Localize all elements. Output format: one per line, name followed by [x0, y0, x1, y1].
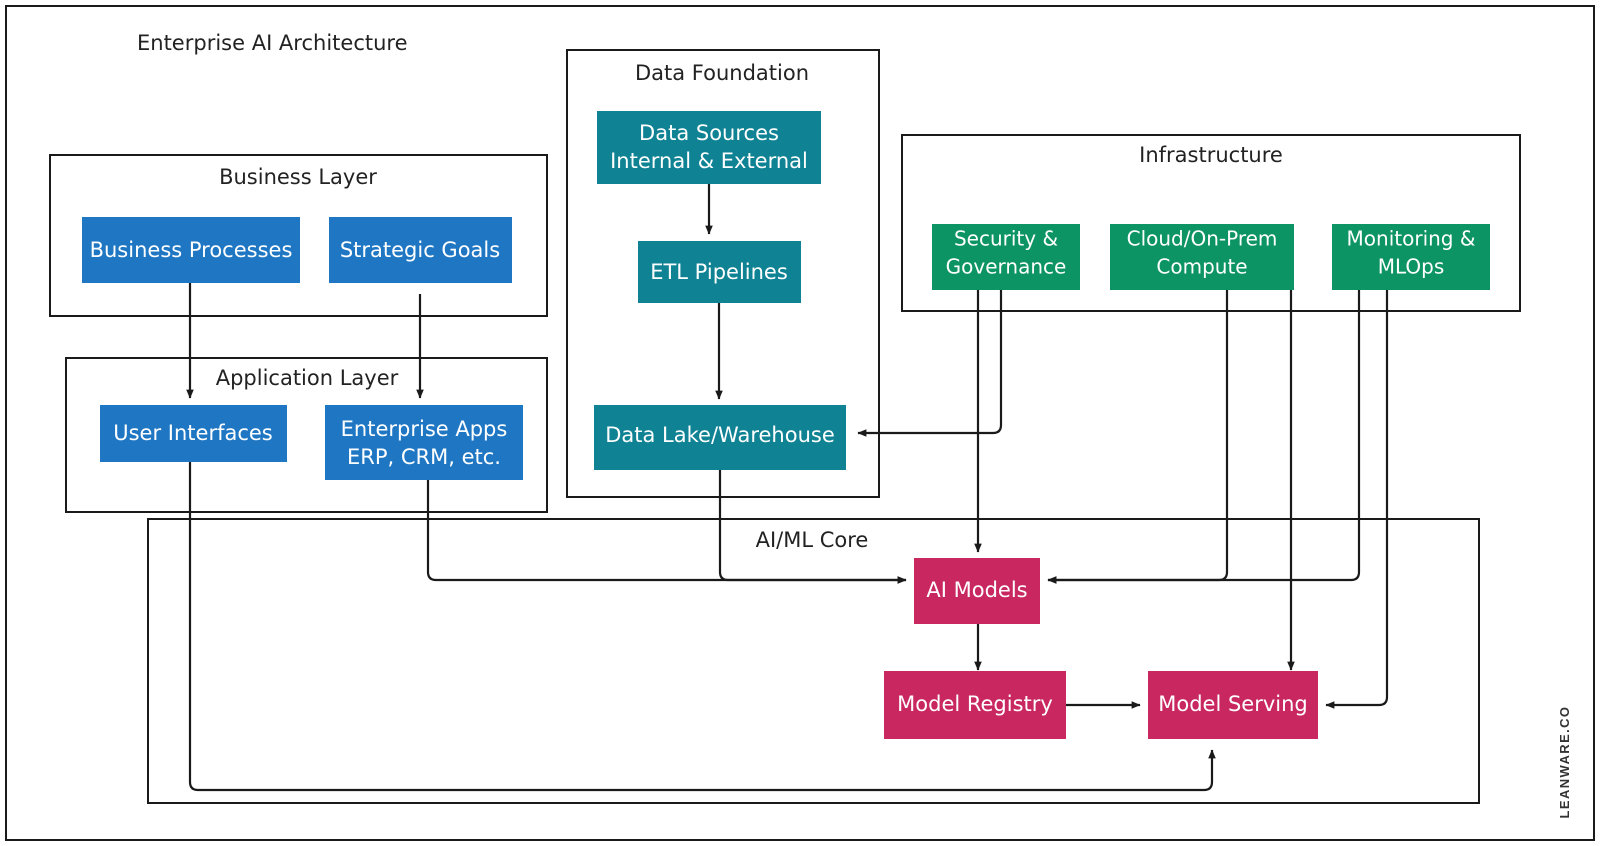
node-data-lake-label: Data Lake/Warehouse: [605, 423, 835, 447]
edge-monitoring-mlops-to-ai-models: [1047, 290, 1361, 584]
node-security-governance-rect[interactable]: [932, 224, 1080, 290]
node-business-processes-rect[interactable]: [82, 217, 300, 283]
node-user-interfaces-label: User Interfaces: [113, 421, 273, 445]
page-title: Enterprise AI Architecture: [137, 31, 408, 55]
node-enterprise-apps-rect[interactable]: [325, 405, 523, 480]
edge-monitoring-mlops-to-model-serving: [1325, 290, 1389, 709]
node-data-sources-rect[interactable]: [597, 111, 821, 184]
node-monitoring-mlops-label-2: MLOps: [1378, 255, 1445, 279]
connector-layer: [186, 184, 1389, 792]
node-enterprise-apps[interactable]: Enterprise Apps ERP, CRM, etc.: [325, 405, 523, 480]
node-user-interfaces-rect[interactable]: [100, 405, 287, 462]
node-data-lake-rect[interactable]: [594, 405, 846, 470]
node-ai-models-label: AI Models: [926, 578, 1027, 602]
node-cloud-compute[interactable]: Cloud/On-Prem Compute: [1110, 224, 1294, 290]
node-strategic-goals-label: Strategic Goals: [340, 238, 500, 262]
node-model-registry-rect[interactable]: [884, 671, 1066, 739]
watermark-leanware: LEANWARE.CO: [1557, 706, 1572, 819]
node-model-registry-label: Model Registry: [897, 692, 1053, 716]
node-cloud-compute-label-1: Cloud/On-Prem: [1127, 227, 1278, 251]
node-business-processes[interactable]: Business Processes: [82, 217, 300, 283]
node-strategic-goals[interactable]: Strategic Goals: [329, 217, 512, 283]
node-security-governance-label-1: Security &: [954, 227, 1058, 251]
node-etl-pipelines-label: ETL Pipelines: [650, 260, 788, 284]
edge-enterprise-apps-to-ai-models: [426, 480, 907, 584]
node-ai-models-rect[interactable]: [914, 558, 1040, 624]
node-model-serving[interactable]: Model Serving: [1148, 671, 1318, 739]
node-strategic-goals-rect[interactable]: [329, 217, 512, 283]
group-title-data-foundation: Data Foundation: [635, 61, 809, 85]
node-model-registry[interactable]: Model Registry: [884, 671, 1066, 739]
node-security-governance-label-2: Governance: [946, 255, 1067, 279]
node-business-processes-label: Business Processes: [90, 238, 293, 262]
group-title-business-layer: Business Layer: [219, 165, 377, 189]
group-aiml-core: [147, 518, 1480, 804]
node-enterprise-apps-label-1: Enterprise Apps: [341, 417, 508, 441]
node-data-lake[interactable]: Data Lake/Warehouse: [594, 405, 846, 470]
node-monitoring-mlops-label-1: Monitoring &: [1347, 227, 1476, 251]
node-cloud-compute-label-2: Compute: [1156, 255, 1247, 279]
node-security-governance[interactable]: Security & Governance: [932, 224, 1080, 290]
node-data-sources[interactable]: Data Sources Internal & External: [597, 111, 821, 184]
node-cloud-compute-rect[interactable]: [1110, 224, 1294, 290]
node-data-sources-label-2: Internal & External: [610, 149, 808, 173]
node-model-serving-rect[interactable]: [1148, 671, 1318, 739]
node-data-sources-label-1: Data Sources: [639, 121, 779, 145]
edge-security-governance-to-data-lake: [857, 290, 1003, 437]
diagram-frame: [5, 5, 1595, 841]
node-etl-pipelines[interactable]: ETL Pipelines: [638, 241, 801, 303]
edge-data-lake-to-ai-models: [718, 470, 907, 584]
node-model-serving-label: Model Serving: [1158, 692, 1308, 716]
node-ai-models[interactable]: AI Models: [914, 558, 1040, 624]
edge-user-interfaces-to-model-serving: [188, 462, 1216, 792]
node-monitoring-mlops[interactable]: Monitoring & MLOps: [1332, 224, 1490, 290]
node-monitoring-mlops-rect[interactable]: [1332, 224, 1490, 290]
node-enterprise-apps-label-2: ERP, CRM, etc.: [347, 445, 501, 469]
group-title-application-layer: Application Layer: [216, 366, 399, 390]
node-etl-pipelines-rect[interactable]: [638, 241, 801, 303]
group-title-infrastructure: Infrastructure: [1139, 143, 1283, 167]
node-user-interfaces[interactable]: User Interfaces: [100, 405, 287, 462]
group-title-aiml-core: AI/ML Core: [756, 528, 869, 552]
